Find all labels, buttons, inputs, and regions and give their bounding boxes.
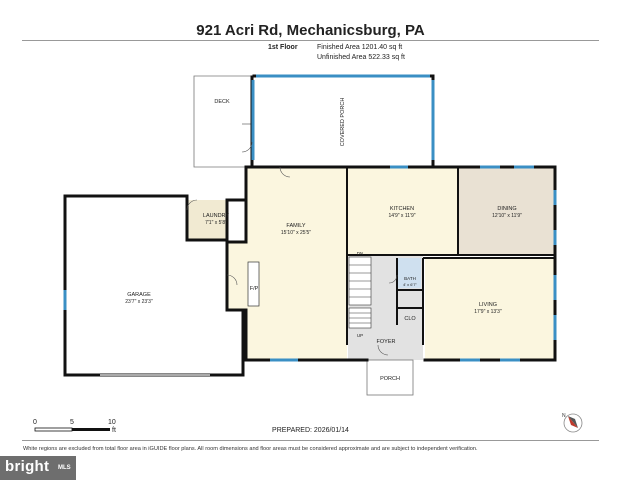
scale-five: 5: [70, 419, 74, 426]
footer-divider: [22, 440, 599, 441]
brand-logo-suffix: MLS: [58, 465, 71, 471]
living-dimensions: 17'9" x 13'3": [474, 309, 502, 315]
laundry-room-fill: [187, 200, 227, 240]
stairs: [348, 256, 372, 329]
scale-ten: 10: [108, 419, 116, 426]
compass-icon: N: [562, 413, 583, 433]
living-room-fill: [425, 258, 555, 360]
covered-porch-label: COVERED PORCH: [340, 98, 346, 147]
scale-unit: ft: [112, 427, 116, 434]
floor-name: 1st Floor: [268, 44, 298, 51]
finished-area: Finished Area 1201.40 sq ft: [317, 44, 403, 51]
kitchen-dimensions: 14'9" x 11'9": [388, 213, 415, 219]
kitchen-label: KITCHEN: [390, 206, 414, 212]
stair-up-label: UP: [357, 333, 363, 338]
brand-watermark: [0, 456, 76, 480]
stair-down-label: DN: [357, 251, 364, 256]
fireplace-nook-fill: [227, 242, 246, 310]
closet-label: CLO: [404, 316, 416, 322]
scale-zero: 0: [33, 419, 37, 426]
bath-label: BATH: [404, 276, 416, 281]
laundry-dimensions: 7'1" x 5'8": [205, 220, 227, 226]
fireplace-label: F/P: [250, 286, 259, 292]
interior-walls: [346, 167, 555, 345]
prepared-date: PREPARED: 2026/01/14: [272, 427, 349, 434]
foyer-label: FOYER: [377, 339, 396, 345]
family-room-fill: [246, 167, 347, 360]
living-label: LIVING: [479, 302, 497, 308]
bath-fill: [397, 258, 421, 288]
deck-label: DECK: [214, 99, 230, 105]
porch-label: PORCH: [380, 376, 400, 382]
disclaimer-text: White regions are excluded from total fl…: [23, 446, 478, 452]
unfinished-area: Unfinished Area 522.33 sq ft: [317, 54, 405, 61]
family-label: FAMILY: [286, 223, 305, 229]
brand-logo: bright: [5, 458, 50, 475]
dining-room-fill: [458, 167, 555, 255]
scale-bar: [34, 427, 110, 432]
header-divider: [22, 40, 599, 41]
plan-title: 921 Acri Rd, Mechanicsburg, PA: [196, 22, 425, 39]
svg-text:N: N: [562, 413, 566, 419]
garage-dimensions: 23'7" x 23'3": [125, 299, 153, 305]
dining-label: DINING: [497, 206, 516, 212]
door-swings: [186, 141, 398, 356]
bath-dimensions: 4' x 6'7": [403, 282, 417, 287]
fireplace-hearth: [247, 261, 260, 307]
dining-dimensions: 12'10" x 11'9": [492, 213, 522, 219]
family-dimensions: 15'10" x 25'5": [281, 230, 311, 236]
windows: [63, 74, 557, 362]
kitchen-room-fill: [347, 167, 458, 255]
laundry-label: LAUNDRY: [203, 213, 230, 219]
unfinished-outlines: [193, 75, 414, 396]
garage-label: GARAGE: [127, 292, 151, 298]
